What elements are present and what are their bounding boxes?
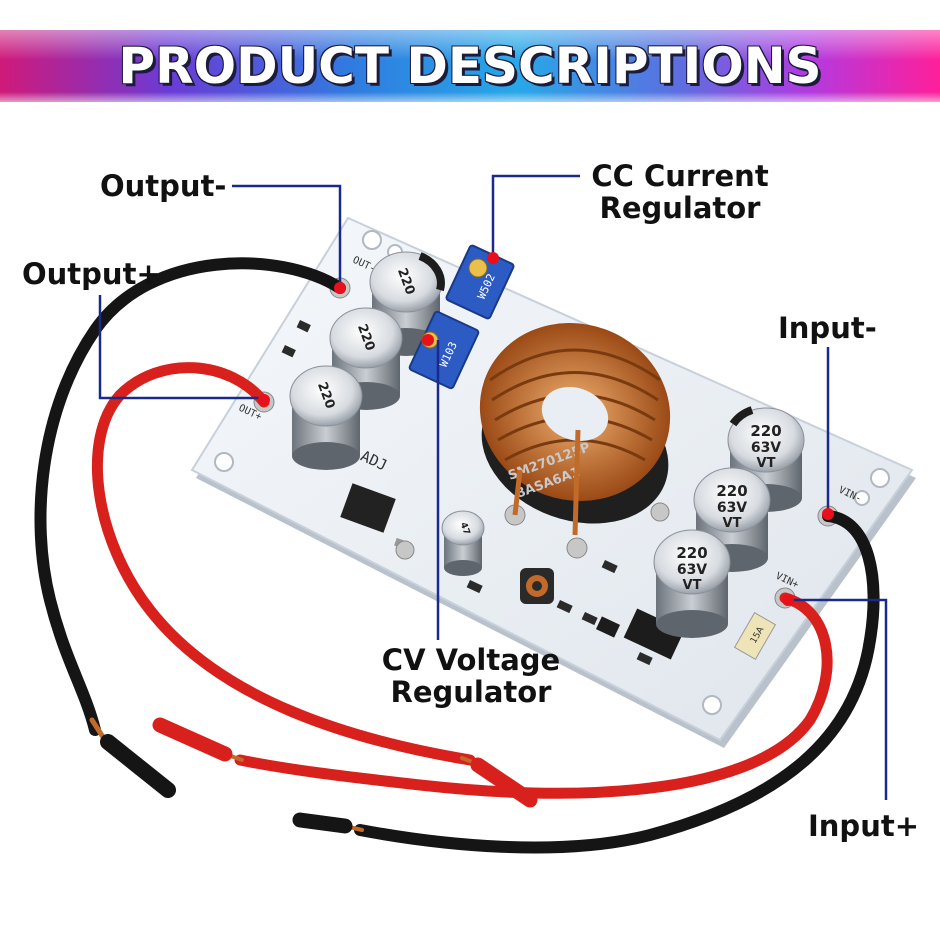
dot-cc <box>487 252 499 264</box>
c6-voltage: 63V <box>677 562 707 578</box>
label-cv-line2: Regulator <box>390 675 552 709</box>
leader-input-plus <box>786 598 888 800</box>
wire-input-minus <box>292 510 880 854</box>
callout-dots <box>258 252 834 606</box>
label-input-plus: Input+ <box>808 809 920 843</box>
dot-output-plus <box>258 394 270 406</box>
toroid-inductor: SM270125P 8ASA6A1 <box>479 323 671 536</box>
label-cc-line1: CC Current <box>591 159 769 193</box>
leader-output-minus <box>232 184 342 288</box>
label-output-plus: Output+ <box>22 257 161 291</box>
capacitor-c3: 220 <box>289 365 363 470</box>
c5-value: 220 <box>716 482 747 500</box>
c6-series: VT <box>683 578 702 593</box>
wire-input-plus <box>152 592 833 799</box>
label-output-minus: Output- <box>100 169 227 203</box>
c4-value: 220 <box>750 422 781 440</box>
label-cc-line2: Regulator <box>599 191 761 225</box>
leader-cc <box>491 174 580 258</box>
small-inductor <box>520 568 554 604</box>
fuse: 15A <box>733 611 777 661</box>
leader-lines <box>98 174 888 800</box>
capacitor-c6: 220 63V VT <box>653 529 731 638</box>
title-banner: PRODUCT DESCRIPTIONS <box>0 30 940 102</box>
control-ic <box>595 608 685 660</box>
capacitor-small: 47 <box>441 510 485 576</box>
banner-bottom-glow <box>0 92 940 102</box>
c4-voltage: 63V <box>751 440 781 456</box>
banner-title: PRODUCT DESCRIPTIONS <box>118 37 822 95</box>
dot-cv <box>422 334 434 346</box>
label-input-minus: Input- <box>778 311 877 345</box>
dot-output-minus <box>334 282 346 294</box>
label-cv-regulator: CV Voltage Regulator <box>376 644 566 708</box>
c5-voltage: 63V <box>717 500 747 516</box>
small-cap-value: 47 <box>458 521 472 536</box>
leader-output-plus <box>98 295 264 400</box>
c4-series: VT <box>757 456 776 471</box>
wire-output-minus <box>34 257 346 798</box>
dot-input-minus <box>822 508 834 520</box>
c6-value: 220 <box>676 544 707 562</box>
dot-input-plus <box>782 594 794 606</box>
label-cv-line1: CV Voltage <box>381 643 561 677</box>
label-cc-regulator: CC Current Regulator <box>585 160 775 224</box>
banner-shine <box>0 30 940 60</box>
c5-series: VT <box>723 516 742 531</box>
